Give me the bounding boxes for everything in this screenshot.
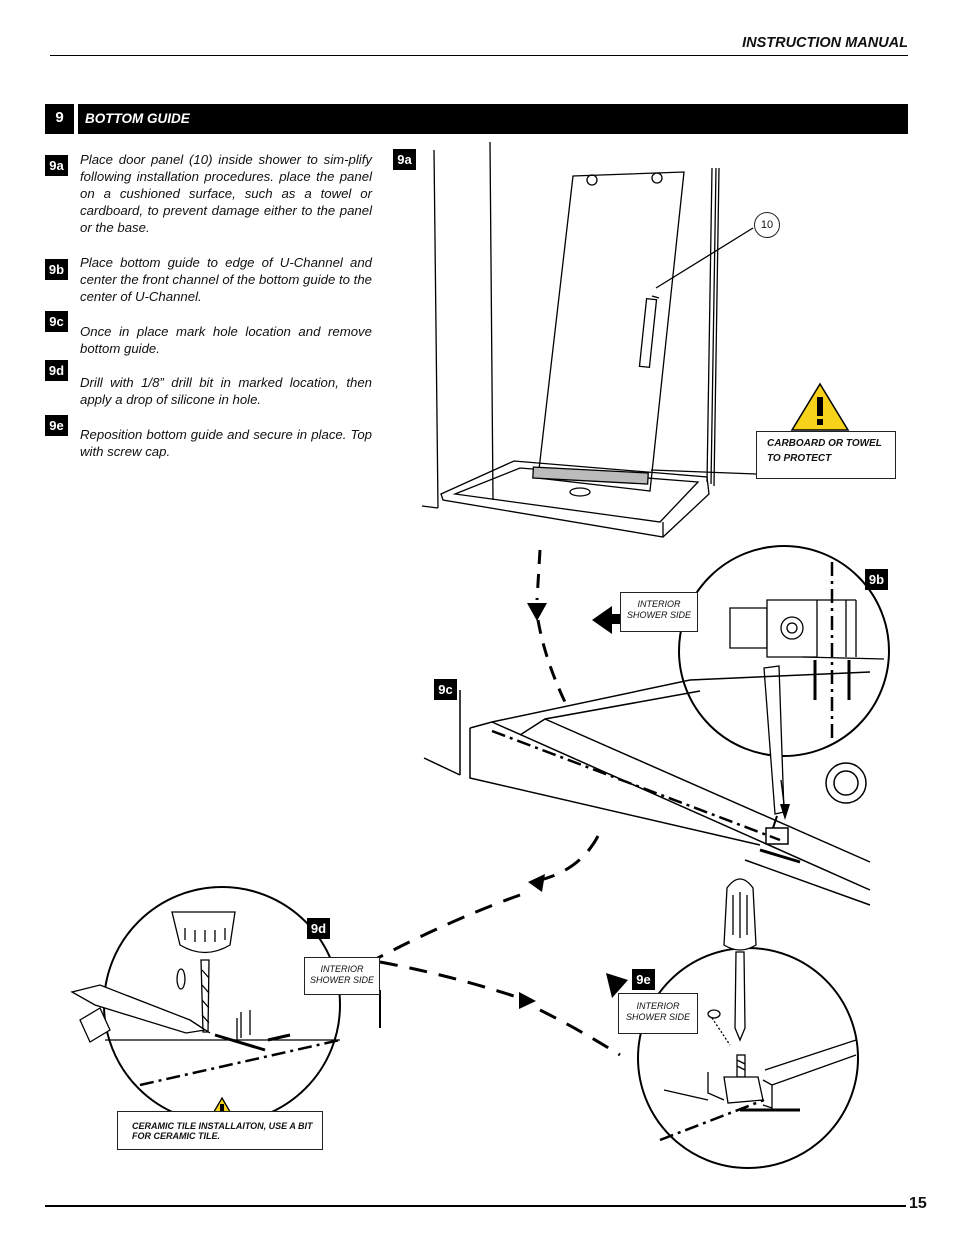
figure-label-9c: 9c [434,679,457,700]
interior-side-label-9b: INTERIOR SHOWER SIDE [620,592,698,632]
figure-9e-screwdriver-drawing [659,878,857,1142]
page-number: 15 [909,1195,927,1212]
step-badge-9d: 9d [45,360,68,381]
footer-rule [45,1205,906,1207]
figure-9a-shower-drawing [421,141,757,538]
interior-side-label-9e: INTERIOR SHOWER SIDE [618,993,698,1034]
manual-title: INSTRUCTION MANUAL [742,35,908,51]
interior-side-label-9d: INTERIOR SHOWER SIDE [304,957,380,995]
figure-label-9e: 9e [632,969,655,990]
step-text-9e: Reposition bottom guide and secure in pl… [80,427,372,459]
figure-9c-base-drawing [423,671,871,906]
arrow-head-left-icon [528,874,545,892]
step-text-9d: Drill with 1/8” drill bit in marked loca… [80,375,372,407]
figure-9d-drill-drawing [70,911,341,1087]
step-text-9a: Place door panel (10) inside shower to s… [80,152,372,235]
section-title: BOTTOM GUIDE [85,111,190,126]
dashed-arrow-9a-to-9c [535,549,567,703]
figure-label-9a: 9a [393,149,416,170]
interior-side-arrow-icon [592,606,612,634]
step-badge-9c: 9c [45,311,68,332]
section-bar: BOTTOM GUIDE [78,104,908,134]
figure-label-9d: 9d [307,918,330,939]
arrow-head-right-icon [519,992,536,1009]
warning-icon [790,382,850,431]
header-rule [50,55,908,56]
step-badge-9e: 9e [45,415,68,436]
step-text-9c: Once in place mark hole location and rem… [80,324,372,356]
dashed-curve-9c-to-9d [373,835,600,962]
arrow-head-down-icon [527,603,547,621]
part-number-callout: 10 [754,212,780,238]
figure-label-9b: 9b [865,569,888,590]
protect-warning-box: CARBOARD OR TOWEL TO PROTECT [756,431,896,479]
step-badge-9a: 9a [45,155,68,176]
dashed-curve-9d-to-9e [379,960,621,1057]
ceramic-tile-warning-box: CERAMIC TILE INSTALLAITON, USE A BIT FOR… [117,1111,323,1150]
step-text-9b: Place bottom guide to edge of U-Channel … [80,255,372,304]
step-badge-9b: 9b [45,259,68,280]
section-number: 9 [45,104,74,134]
figure-9b-guide-drawing [729,562,885,815]
